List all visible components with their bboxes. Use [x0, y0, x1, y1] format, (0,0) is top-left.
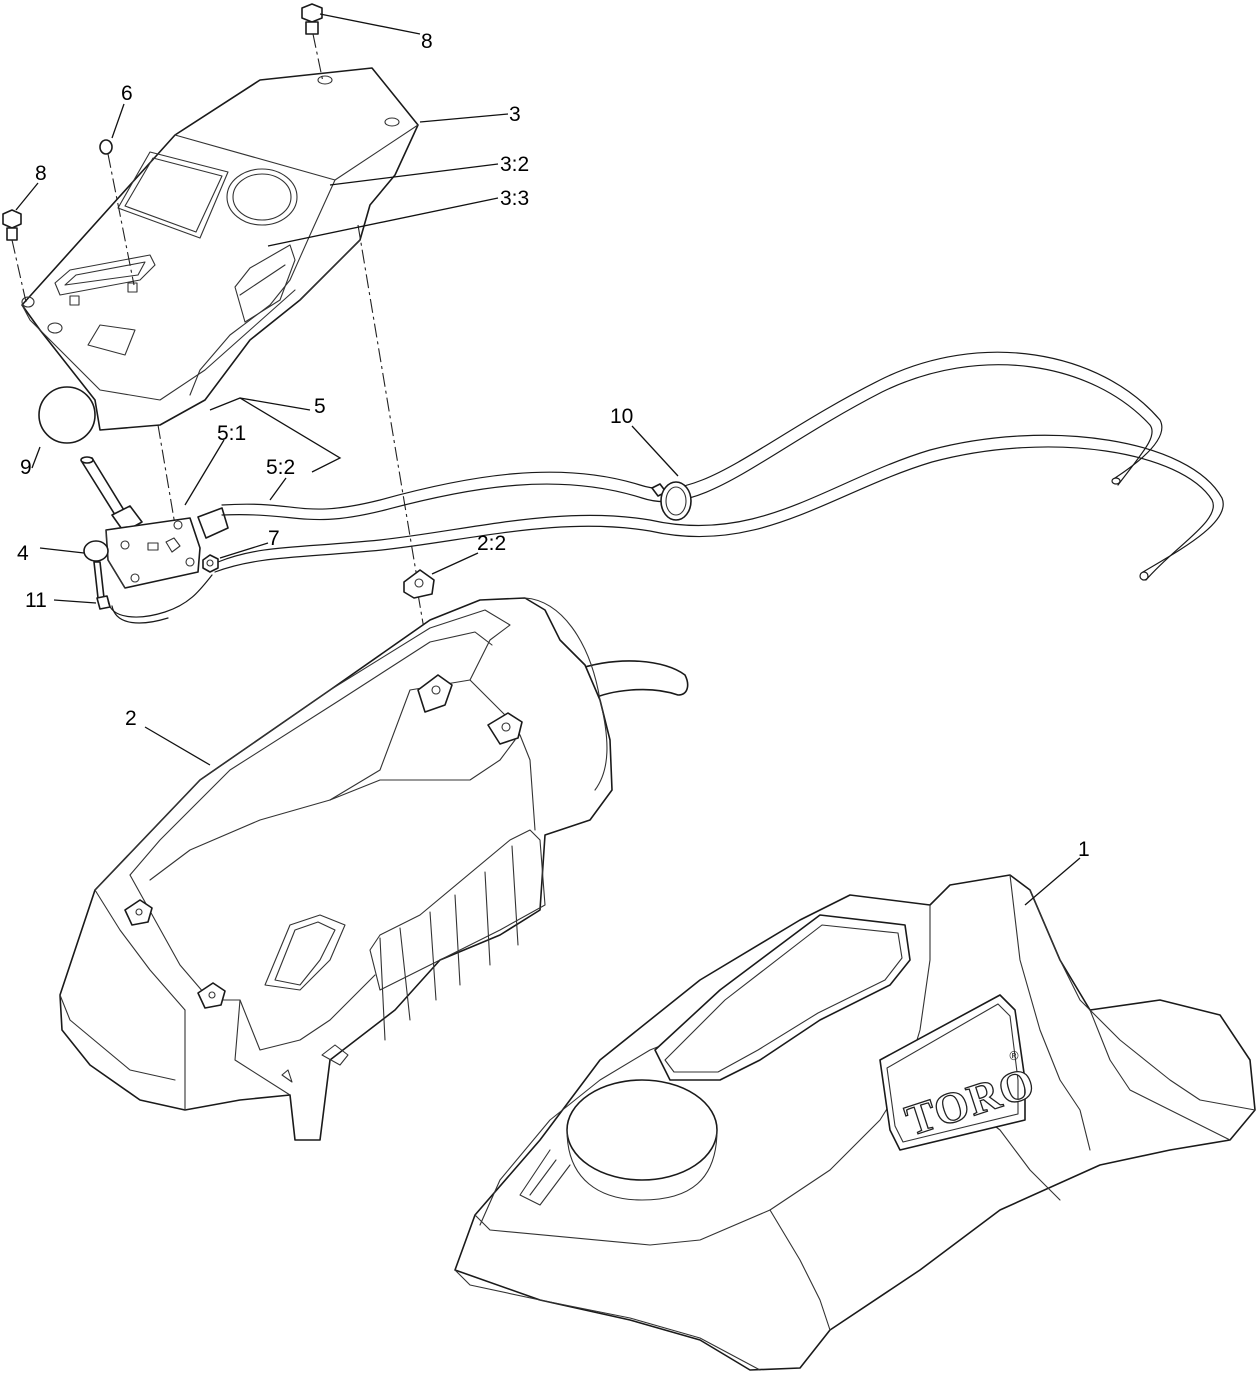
console-base-part-2 [59, 597, 689, 1141]
knob-part-9 [38, 386, 96, 444]
callout-3: 3 [509, 103, 521, 126]
top-cover-part-1: TORO ® [454, 874, 1256, 1371]
callout-8-top: 8 [421, 30, 433, 53]
clamp-part-10 [651, 481, 692, 521]
callout-10: 10 [610, 405, 633, 428]
callout-2-2: 2:2 [477, 532, 506, 555]
cable-part-5-2 [107, 351, 1224, 624]
callout-labels: 8 6 3 3:2 8 3:3 5 5:1 10 5:2 9 7 4 2:2 1… [17, 30, 1090, 861]
callout-4: 4 [17, 542, 29, 565]
lever-shaft [80, 456, 143, 533]
callout-8-left: 8 [35, 162, 47, 185]
callout-11: 11 [25, 589, 47, 612]
registered-mark: ® [1008, 1049, 1020, 1063]
rivet-part-6 [99, 139, 113, 155]
callout-7: 7 [268, 527, 280, 550]
plunger-part-4 [83, 540, 109, 599]
callout-6: 6 [121, 82, 133, 105]
bolt-part-8-top [301, 3, 323, 35]
callout-3-3: 3:3 [500, 187, 529, 210]
callout-5-1: 5:1 [217, 422, 246, 445]
callout-1: 1 [1078, 838, 1090, 861]
callout-9: 9 [20, 456, 32, 479]
callout-5: 5 [314, 395, 326, 418]
clip-part-2-2 [403, 569, 435, 599]
bracket-part-5-1 [105, 507, 229, 589]
callout-2: 2 [125, 707, 137, 730]
bolt-part-8-left [2, 209, 22, 241]
control-panel-part-3 [21, 67, 419, 431]
nut-part-7 [202, 554, 219, 573]
callout-3-2: 3:2 [500, 153, 529, 176]
callout-5-2: 5:2 [266, 456, 295, 479]
leader-lines [15, 13, 1081, 906]
